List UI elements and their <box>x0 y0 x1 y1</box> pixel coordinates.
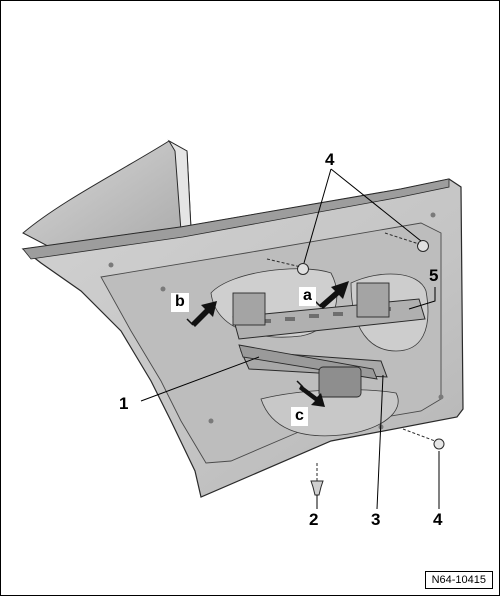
callout-part-3: 3 <box>371 510 381 529</box>
regulator-motor <box>318 366 362 398</box>
regulator-slider-left <box>232 292 266 326</box>
expanding-clip <box>310 480 324 496</box>
callout-part-2: 2 <box>309 510 319 529</box>
arrow-c-icon <box>296 380 325 407</box>
callout-part-1: 1 <box>119 394 129 413</box>
mounting-nut-top-left <box>297 263 309 275</box>
arrow-a-icon <box>314 281 349 309</box>
arrow-label-a: a <box>299 287 316 306</box>
mounting-nut-loose <box>433 438 445 450</box>
leader-1 <box>140 356 260 402</box>
leader-lines <box>140 168 440 510</box>
leader-3 <box>376 374 384 510</box>
arrow-b-icon <box>186 301 217 327</box>
callout-part-4-bottom: 4 <box>433 510 443 529</box>
callout-part-5: 5 <box>429 266 439 285</box>
regulator-slider-right <box>356 282 390 318</box>
leader-4-top-b <box>330 168 422 242</box>
alignment-line-top <box>266 258 302 268</box>
mounting-nut-top-right <box>417 240 429 252</box>
callout-part-4-top: 4 <box>325 150 335 169</box>
door-top-sill <box>22 178 450 260</box>
alignment-line-right <box>384 232 420 245</box>
reference-code: N64-10415 <box>424 571 493 589</box>
leader-4-top-a <box>303 168 332 264</box>
alignment-line-bottom <box>402 428 436 442</box>
arrow-label-c: c <box>291 407 308 426</box>
leader-5 <box>408 287 436 310</box>
arrow-label-b: b <box>171 293 189 312</box>
